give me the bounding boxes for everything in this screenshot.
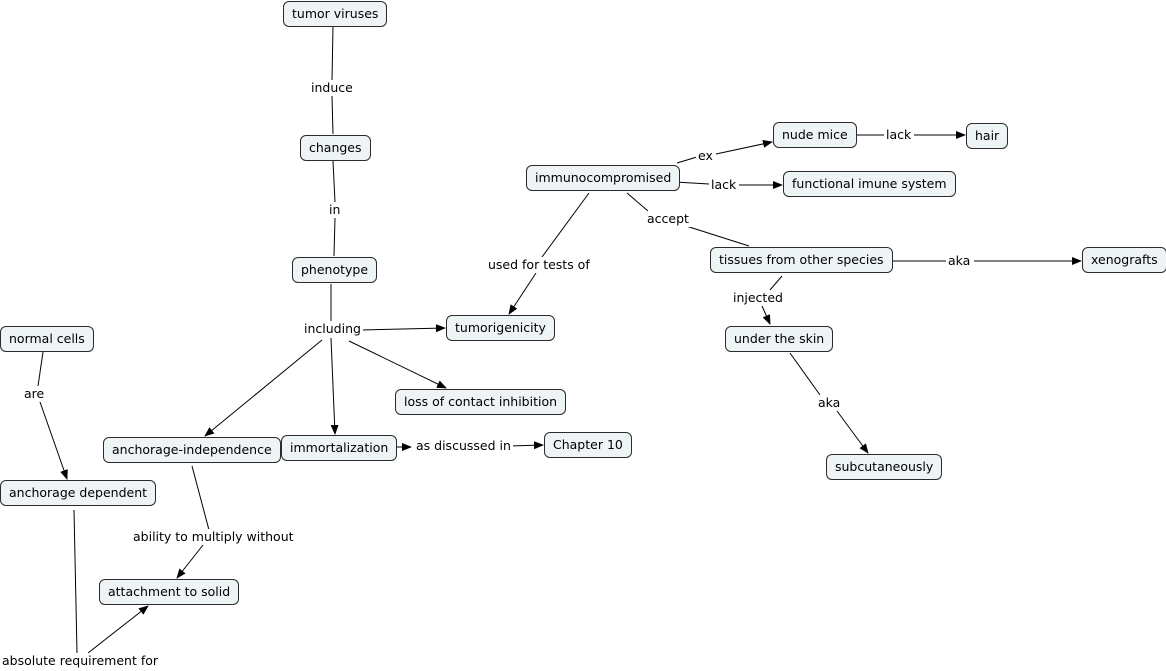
connector-arrow [39, 401, 68, 480]
connector-arrow [715, 139, 773, 155]
link-label-aka-xenografts: aka [946, 253, 973, 269]
connector-arrow [508, 441, 544, 450]
connector-line [37, 351, 44, 387]
link-label-ex: ex [696, 148, 715, 164]
connector-arrow [176, 544, 204, 579]
concept-normal-cells[interactable]: normal cells [0, 326, 94, 352]
concept-chapter-10[interactable]: Chapter 10 [544, 432, 632, 458]
concept-immunocompromised[interactable]: immunocompromised [526, 165, 681, 191]
concept-subcutaneously[interactable]: subcutaneously [826, 454, 943, 480]
link-label-lack-immune: lack [709, 177, 739, 193]
link-label-injected: injected [731, 290, 785, 306]
connector-line [541, 192, 590, 258]
link-label-induce: induce [309, 80, 355, 96]
concept-functional-imune-system[interactable]: functional imune system [783, 171, 956, 197]
link-label-including: including [302, 321, 363, 337]
concept-phenotype[interactable]: phenotype [292, 257, 378, 283]
connector-arrow [348, 340, 447, 389]
concept-anchorage-dependent[interactable]: anchorage dependent [0, 480, 157, 506]
connector-arrow [761, 305, 771, 325]
connector-line [674, 181, 710, 185]
concept-tissues-from-other-species[interactable]: tissues from other species [710, 247, 893, 273]
connector-arrow [508, 272, 537, 315]
concept-nude-mice[interactable]: nude mice [773, 122, 857, 148]
connector-arrow [360, 324, 446, 333]
link-label-used-for-tests-of: used for tests of [486, 257, 592, 273]
concept-tumorigenicity[interactable]: tumorigenicity [446, 315, 555, 341]
concept-immortalization[interactable]: immortalization [281, 435, 398, 461]
concept-hair[interactable]: hair [966, 123, 1009, 149]
connector-arrow [330, 337, 339, 435]
connector-line [682, 224, 750, 247]
connector-arrow [836, 410, 869, 454]
concept-changes[interactable]: changes [300, 135, 371, 161]
concept-xenografts[interactable]: xenografts [1082, 247, 1166, 273]
connector-line [769, 275, 783, 291]
concept-loss-of-contact-inhibition[interactable]: loss of contact inhibition [395, 389, 567, 415]
connector-line [789, 352, 821, 396]
connector-line [333, 217, 336, 257]
concept-attachment-to-solid[interactable]: attachment to solid [99, 579, 240, 605]
connector-arrow [87, 605, 149, 654]
link-label-aka-subcutaneously: aka [816, 395, 843, 411]
concept-under-the-skin[interactable]: under the skin [725, 326, 834, 352]
connector-line [331, 25, 334, 81]
connector-line [626, 192, 649, 212]
connector-line [191, 465, 210, 531]
link-label-lack-hair: lack [884, 127, 914, 143]
link-label-absolute-requirement-for: absolute requirement for [0, 653, 161, 669]
link-label-ability-to-multiply-without: ability to multiply without [131, 529, 296, 545]
link-label-as-discussed-in: as discussed in [414, 438, 513, 454]
connector-line [73, 509, 78, 654]
connector-line [331, 95, 334, 135]
link-label-in: in [327, 202, 343, 218]
connector-line [676, 156, 698, 164]
concept-anchorage-independence[interactable]: anchorage-independence [103, 437, 281, 463]
link-label-accept: accept [645, 211, 691, 227]
connector-arrow [204, 339, 323, 437]
link-label-are: are [22, 386, 47, 402]
connector-line [332, 160, 336, 203]
concept-tumor-viruses[interactable]: tumor viruses [283, 1, 388, 27]
